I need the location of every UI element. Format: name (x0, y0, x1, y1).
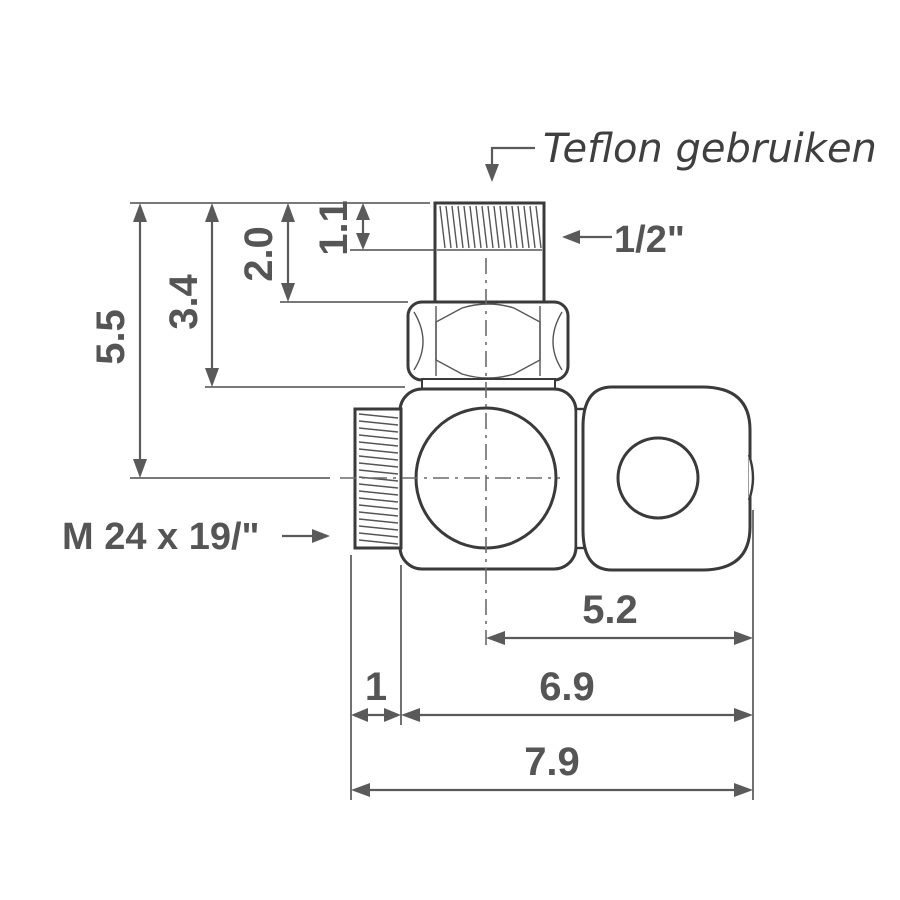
swivel-knob (574, 385, 755, 572)
teflon-note: Teflon gebruiken (543, 126, 877, 172)
dim-2-0-label: 2.0 (237, 226, 281, 282)
dim-1-label: 1 (365, 665, 387, 709)
center-lines (340, 258, 560, 645)
dim-1-1-label: 1.1 (312, 200, 356, 256)
dim-7-9-label: 7.9 (524, 740, 580, 784)
arrow-left-icon (562, 230, 612, 244)
dim-5-2-label: 5.2 (582, 588, 638, 632)
top-thread-stub (433, 201, 546, 305)
thread-side-label: M 24 x 19/" (62, 516, 260, 558)
extension-lines (130, 202, 754, 800)
dimension-lines (133, 203, 753, 797)
dim-6-9-label: 6.9 (539, 665, 595, 709)
hex-nut (406, 300, 570, 390)
dim-3-4-label: 3.4 (162, 273, 206, 329)
thread-top-label: 1/2" (614, 219, 685, 261)
arrow-down-icon (485, 146, 535, 182)
valve-body (398, 387, 578, 571)
arrow-right-icon (282, 529, 330, 543)
dim-5-5-label: 5.5 (89, 309, 133, 365)
